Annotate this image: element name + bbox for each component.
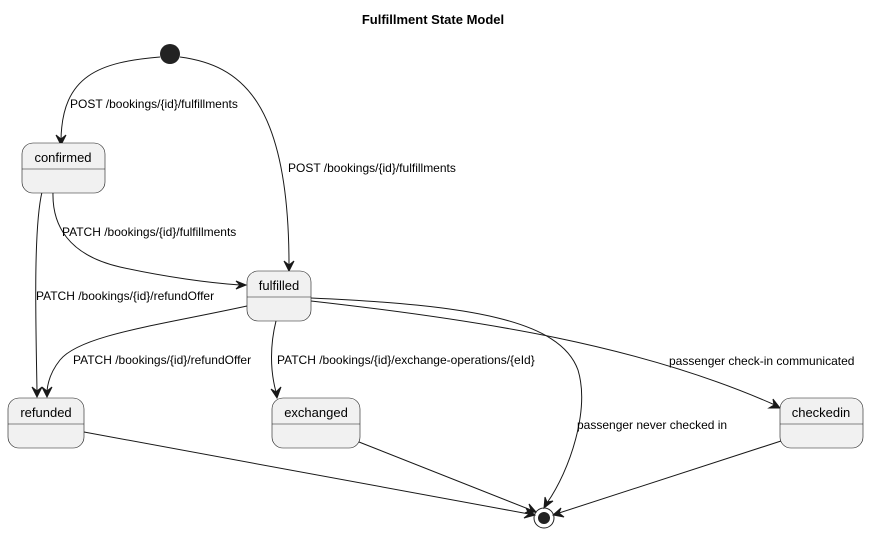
label-fulfilled-to-refunded: PATCH /bookings/{id}/refundOffer (73, 353, 251, 367)
initial-state-node (160, 44, 180, 64)
state-fulfilled: fulfilled (246, 270, 312, 322)
transition-fulfilled-to-end (310, 297, 583, 510)
state-refunded-label: refunded (20, 405, 71, 420)
transition-checkedin-to-end (551, 440, 782, 518)
transition-confirmed-to-refunded (31, 191, 43, 399)
transition-fulfilled-to-refunded (41, 305, 248, 399)
transition-fulfilled-to-checkedin (310, 300, 782, 409)
transition-exchanged-to-end (358, 441, 538, 514)
label-fulfilled-to-checkedin: passenger check-in communicated (669, 354, 854, 368)
final-state-node (533, 507, 555, 529)
state-confirmed-label: confirmed (34, 150, 91, 165)
label-confirmed-to-refunded: PATCH /bookings/{id}/refundOffer (36, 289, 214, 303)
transition-start-to-fulfilled (179, 56, 295, 273)
transition-confirmed-to-fulfilled (52, 191, 248, 290)
transition-fulfilled-to-exchanged (270, 320, 282, 400)
label-start-to-confirmed: POST /bookings/{id}/fulfillments (70, 97, 238, 111)
state-confirmed: confirmed (21, 142, 106, 194)
state-exchanged: exchanged (271, 397, 361, 449)
diagram-title: Fulfillment State Model (362, 12, 504, 27)
state-checkedin: checkedin (779, 397, 864, 449)
label-confirmed-to-fulfilled: PATCH /bookings/{id}/fulfillments (62, 225, 236, 239)
transition-start-to-confirmed (55, 56, 161, 147)
state-checkedin-label: checkedin (792, 405, 851, 420)
state-refunded: refunded (7, 397, 85, 449)
label-fulfilled-to-end: passenger never checked in (577, 418, 727, 432)
label-fulfilled-to-exchanged: PATCH /bookings/{id}/exchange-operations… (277, 353, 535, 367)
state-fulfilled-label: fulfilled (259, 278, 299, 293)
state-exchanged-label: exchanged (284, 405, 348, 420)
label-start-to-fulfilled: POST /bookings/{id}/fulfillments (288, 161, 456, 175)
